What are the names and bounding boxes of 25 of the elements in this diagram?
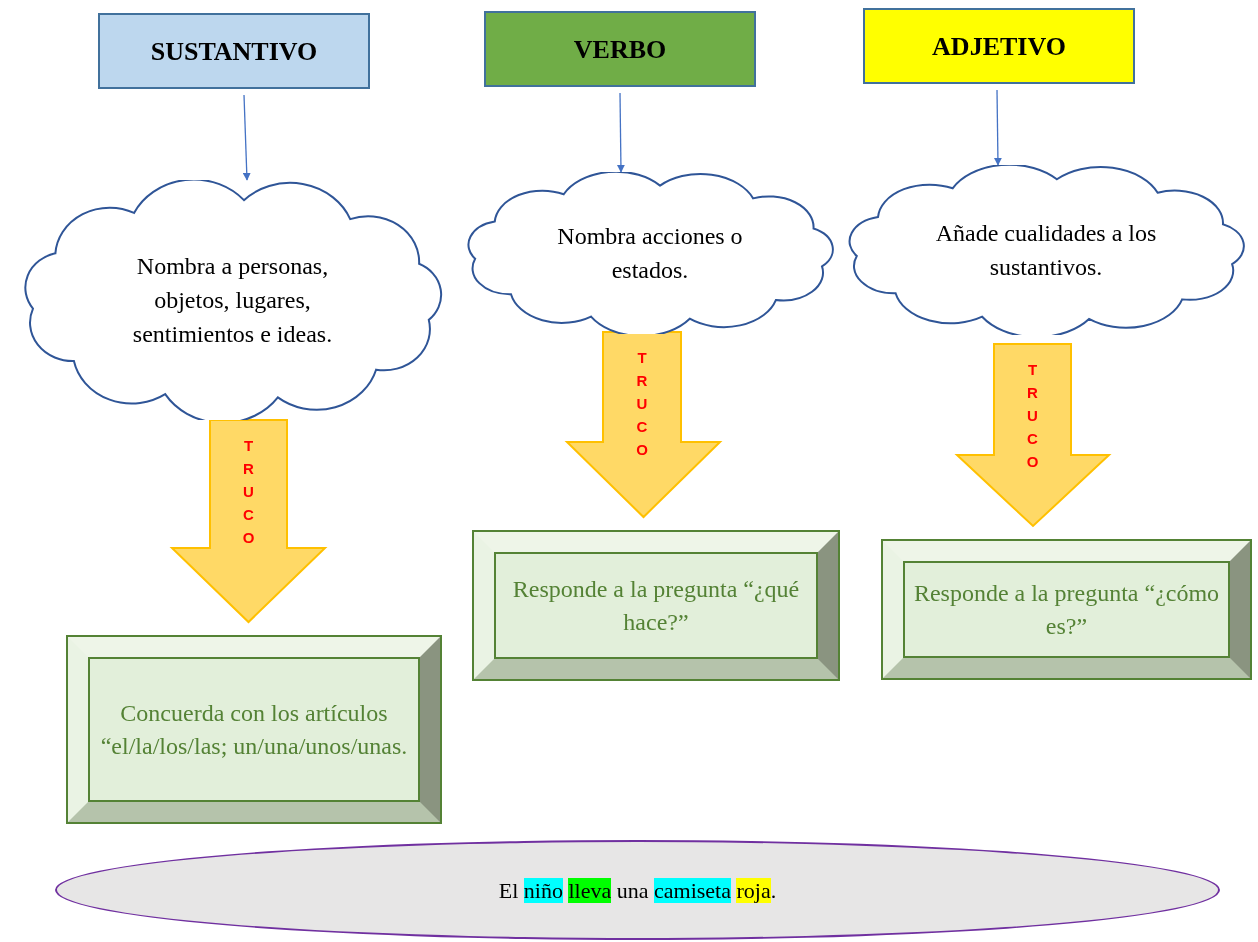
bevel-box [883, 541, 1250, 678]
category-title: VERBO [573, 33, 667, 66]
arrow [616, 92, 625, 173]
bevel-box [68, 637, 440, 822]
edge-label: TRUCO [241, 436, 256, 548]
block-arrow [169, 419, 328, 624]
arrow [993, 89, 1002, 166]
cloud-text: Nombra a personas, objetos, lugares, sentimientos e ideas. [131, 252, 334, 349]
category-title: ADJETIVO [932, 30, 1066, 63]
example-sentence: El niño lleva una camiseta roja. [498, 876, 777, 905]
bevel-box [474, 532, 838, 679]
category-box [863, 8, 1135, 84]
rule-text: Responde a la pregunta “¿qué hace?” [511, 574, 801, 637]
category-box [98, 13, 370, 89]
category-box [484, 11, 756, 87]
block-arrow [564, 331, 723, 519]
category-title: SUSTANTIVO [150, 35, 318, 68]
cloud-text: Nombra acciones o estados. [556, 222, 744, 285]
edge-label: TRUCO [635, 348, 649, 460]
rule-text: Concuerda con los artículos “el/la/los/las; un/una/unos/unas. [99, 698, 409, 761]
cloud-text: Añade cualidades a los sustantivos. [934, 219, 1158, 282]
block-arrow [954, 343, 1112, 528]
arrow [242, 94, 251, 181]
edge-label: TRUCO [1025, 360, 1040, 472]
rule-text: Responde a la pregunta “¿cómo es?” [913, 578, 1220, 641]
